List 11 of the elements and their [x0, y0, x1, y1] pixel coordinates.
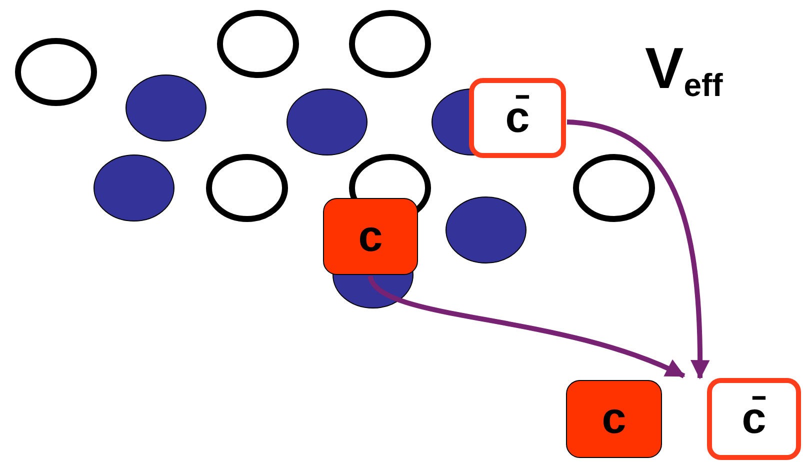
potential-label: V$_{eff}$ — [645, 40, 723, 98]
outlined-box — [707, 378, 801, 460]
box-label: c — [358, 214, 383, 258]
box-label: c̄ — [505, 96, 530, 140]
box-label: c — [602, 397, 626, 441]
arrow — [566, 120, 710, 380]
filled-box — [323, 198, 418, 275]
filled-box — [566, 380, 662, 458]
arrow — [368, 274, 686, 378]
outlined-box — [469, 78, 566, 158]
box-label: c̄ — [742, 397, 766, 441]
